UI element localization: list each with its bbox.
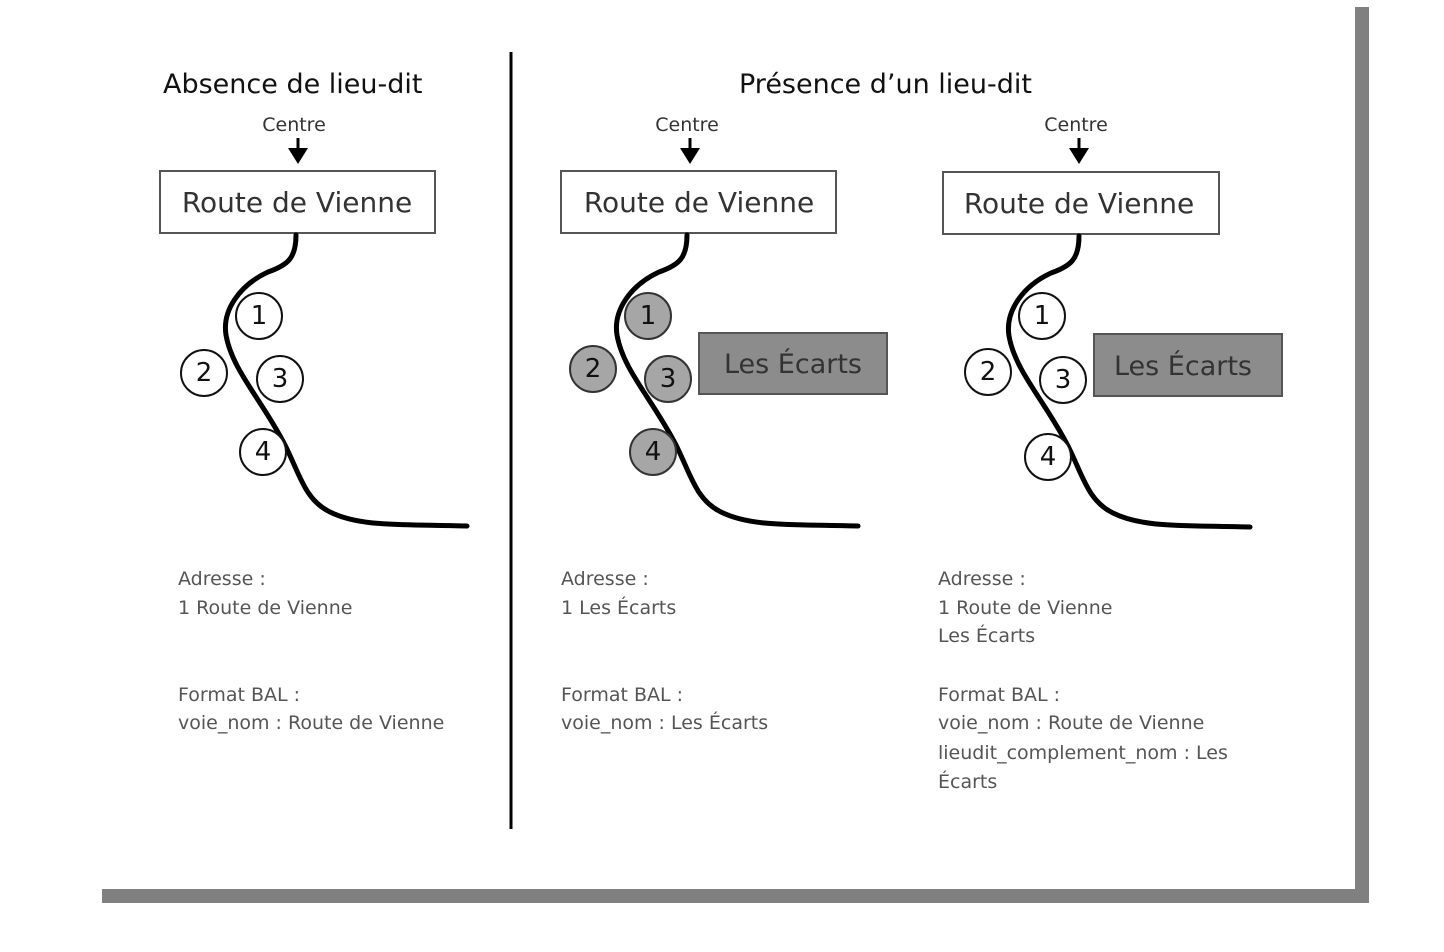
panel-absence: Centre Route de Vienne 1 2 3 4 Adresse :… (159, 114, 467, 734)
lieudit-box-label: Les Écarts (724, 348, 862, 380)
title-presence: Présence d’un lieu-dit (739, 69, 1032, 100)
address-number-3: 3 (644, 355, 692, 403)
arrow-down-icon (288, 138, 308, 164)
svg-text:2: 2 (196, 358, 213, 388)
centre-label: Centre (262, 114, 326, 136)
centre-label: Centre (1044, 114, 1108, 136)
address-line: Les Écarts (938, 624, 1035, 647)
panel-lieudit-a: Centre Route de Vienne Les Écarts 1 2 3 … (560, 114, 888, 734)
address-number-4: 4 (1024, 433, 1072, 481)
svg-text:4: 4 (255, 437, 272, 467)
address-label: Adresse : (938, 568, 1026, 590)
svg-text:1: 1 (640, 301, 657, 331)
address-number-2: 2 (964, 348, 1012, 396)
address-number-1: 1 (1018, 292, 1066, 340)
frame-shadow-bottom (102, 889, 1369, 903)
street-box-label: Route de Vienne (584, 186, 814, 219)
address-number-1: 1 (624, 292, 672, 340)
svg-text:3: 3 (660, 364, 677, 394)
address-line: 1 Les Écarts (561, 596, 676, 619)
format-label: Format BAL : (178, 684, 300, 706)
arrow-down-icon (1069, 138, 1089, 164)
format-line: lieudit_complement_nom : Les (938, 742, 1228, 764)
street-box (560, 170, 837, 234)
svg-text:1: 1 (1034, 301, 1051, 331)
street-box (159, 170, 436, 234)
street-box-label: Route de Vienne (964, 187, 1194, 220)
lieudit-box (698, 332, 888, 395)
address-number-3: 3 (1039, 356, 1087, 404)
svg-text:1: 1 (251, 301, 268, 331)
format-line: voie_nom : Route de Vienne (938, 712, 1204, 734)
address-number-2: 2 (180, 349, 228, 397)
svg-text:4: 4 (1040, 442, 1057, 472)
format-label: Format BAL : (561, 684, 683, 706)
address-line: 1 Route de Vienne (178, 597, 352, 619)
svg-text:3: 3 (272, 364, 289, 394)
street-box (942, 171, 1220, 235)
svg-text:2: 2 (980, 357, 997, 387)
address-number-4: 4 (239, 428, 287, 476)
address-line: 1 Route de Vienne (938, 597, 1112, 619)
arrow-down-icon (680, 138, 700, 164)
address-number-1: 1 (235, 292, 283, 340)
street-box-label: Route de Vienne (182, 186, 412, 219)
svg-text:2: 2 (585, 354, 602, 384)
format-line: voie_nom : Route de Vienne (178, 712, 444, 734)
address-label: Adresse : (178, 568, 266, 590)
address-label: Adresse : (561, 568, 649, 590)
format-label: Format BAL : (938, 684, 1060, 706)
format-line: Écarts (938, 770, 997, 793)
centre-label: Centre (655, 114, 719, 136)
svg-text:3: 3 (1055, 365, 1072, 395)
panel-lieudit-b: Centre Route de Vienne Les Écarts 1 2 3 … (938, 114, 1283, 793)
format-line: voie_nom : Les Écarts (561, 711, 768, 734)
address-number-3: 3 (256, 355, 304, 403)
address-number-4: 4 (629, 428, 677, 476)
title-absence: Absence de lieu-dit (163, 69, 422, 100)
address-number-2: 2 (569, 345, 617, 393)
frame-shadow-right (1355, 7, 1369, 903)
lieudit-box-label: Les Écarts (1114, 350, 1252, 382)
lieudit-box (1093, 333, 1283, 397)
svg-text:4: 4 (645, 437, 662, 467)
